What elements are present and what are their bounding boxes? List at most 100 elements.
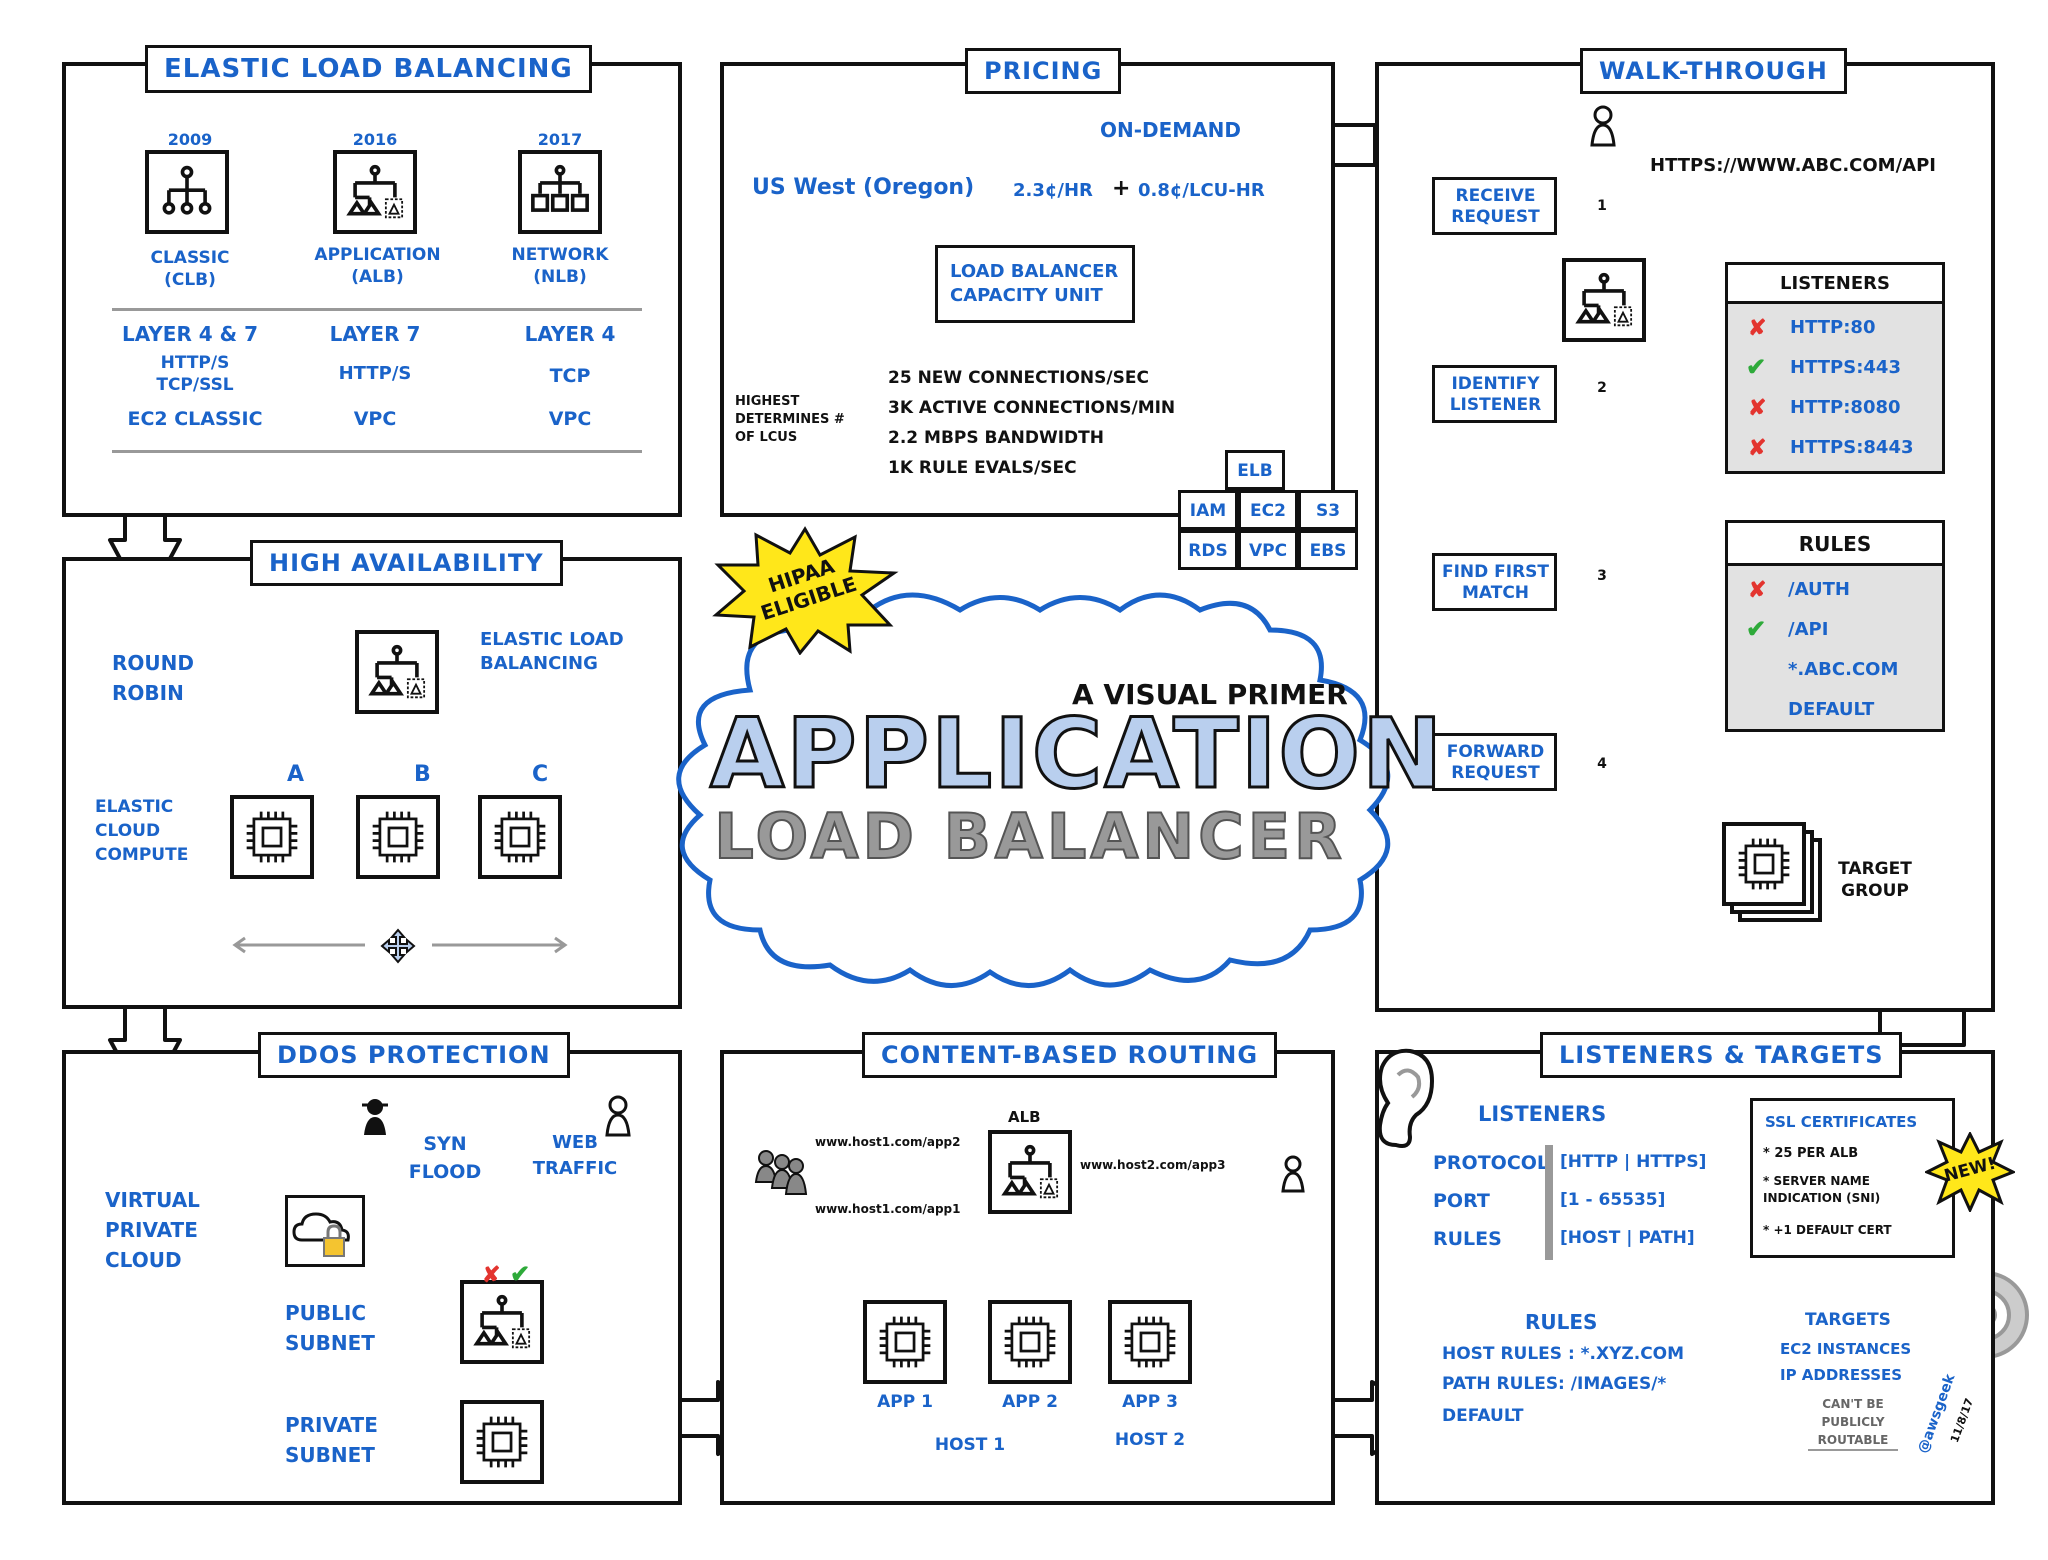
panel-title-elb: Elastic Load Balancing bbox=[145, 45, 592, 93]
target-group-label: Target Group bbox=[1838, 859, 1912, 901]
block-iam: IAM bbox=[1178, 490, 1238, 530]
application-lb-icon bbox=[333, 150, 417, 234]
listener-3-label: HTTP:8080 bbox=[1790, 397, 1901, 418]
lt-listener-bracket bbox=[1545, 1145, 1553, 1260]
step-identify-label: Identify Listener bbox=[1449, 374, 1542, 415]
ssl-item-1: * 25 per ALB bbox=[1763, 1146, 1859, 1161]
ha-ec2-chip-a bbox=[230, 795, 314, 879]
ssl-item-2: * Server Name Indication (SNI) bbox=[1763, 1174, 1881, 1205]
ha-az-c: C bbox=[532, 762, 549, 787]
step-receive-label: Receive Request bbox=[1451, 186, 1540, 227]
block-ec2-label: EC2 bbox=[1250, 501, 1286, 521]
ha-alb-icon bbox=[355, 630, 439, 714]
scaling-move-icon bbox=[380, 928, 416, 964]
pricing-rate1: 2.3¢/hr bbox=[1013, 180, 1093, 201]
elb-year-application: 2016 bbox=[352, 130, 398, 149]
center-title-application: APPLICATION bbox=[709, 697, 1445, 812]
step-find-first-match: Find First Match bbox=[1432, 553, 1557, 611]
ssl-title: SSL Certificates bbox=[1765, 1113, 1918, 1131]
lt-host-rules: Host Rules : *.xyz.com bbox=[1442, 1344, 1685, 1364]
listener-4-mark: ✘ bbox=[1748, 435, 1767, 460]
pricing-highest: Highest Determines # of LCUs bbox=[735, 394, 845, 445]
lt-target-ip: IP Addresses bbox=[1780, 1366, 1903, 1384]
elb-year-network: 2017 bbox=[537, 130, 583, 149]
elb-abbr-classic: (CLB) bbox=[164, 270, 216, 290]
pricing-plus: + bbox=[1112, 176, 1131, 201]
step-forward-label: Forward Request bbox=[1446, 742, 1545, 783]
ddos-public-subnet: Public Subnet bbox=[285, 1301, 375, 1355]
block-vpc-label: VPC bbox=[1248, 541, 1288, 561]
elb-layer-network: Layer 4 bbox=[524, 322, 616, 346]
ddos-blocked-mark: ✘ bbox=[482, 1262, 501, 1287]
panel-title-cbr: Content-Based Routing bbox=[862, 1032, 1278, 1078]
listeners-table-title: Listeners bbox=[1780, 273, 1890, 294]
ha-round-robin: Round Robin bbox=[112, 651, 194, 705]
block-elb: ELB bbox=[1225, 450, 1285, 490]
elb-name-application: Application bbox=[314, 245, 441, 265]
listener-3-mark: ✘ bbox=[1748, 395, 1767, 420]
ddos-web-traffic: Web Traffic bbox=[532, 1132, 618, 1179]
cbr-url-app3: www.host2.com/app3 bbox=[1080, 1158, 1226, 1172]
elb-net-application: VPC bbox=[353, 408, 397, 430]
pricing-ondemand: On-Demand bbox=[1100, 118, 1242, 142]
cbr-url-app2: www.host1.com/app2 bbox=[815, 1135, 961, 1149]
center-title-lb: LOAD BALANCER bbox=[713, 799, 1346, 874]
lcu-dim-4: 1k rule evals/sec bbox=[888, 458, 1077, 478]
panel-title-walk: Walk-through bbox=[1580, 48, 1847, 94]
ddos-ec2-chip bbox=[460, 1400, 544, 1484]
ha-az-a: A bbox=[287, 762, 305, 787]
user-host2-icon bbox=[1280, 1155, 1306, 1195]
new-badge: New! bbox=[1923, 1130, 2017, 1214]
walk-alb-icon bbox=[1562, 258, 1646, 342]
lt-listeners-heading: Listeners bbox=[1478, 1102, 1607, 1126]
rule-2-mark: ✔ bbox=[1746, 616, 1767, 643]
user-icon bbox=[1588, 105, 1618, 149]
rules-table-title: Rules bbox=[1798, 532, 1872, 556]
elb-year-classic: 2009 bbox=[167, 130, 213, 149]
lt-protocol: Protocol bbox=[1433, 1152, 1550, 1174]
lcu-box: Load Balancer Capacity Unit bbox=[935, 245, 1135, 323]
ha-ec2-chip-b bbox=[356, 795, 440, 879]
pricing-rate2: 0.8¢/LCU-hr bbox=[1138, 180, 1265, 201]
elb-proto-network: TCP bbox=[549, 365, 591, 387]
elb-layer-application: Layer 7 bbox=[329, 322, 421, 346]
elb-layer-classic: Layer 4 & 7 bbox=[121, 322, 258, 346]
cbr-app1-chip bbox=[863, 1300, 947, 1384]
step-identify-listener: Identify Listener bbox=[1432, 365, 1557, 423]
elb-net-classic: EC2 Classic bbox=[127, 408, 263, 430]
cbr-app3-label: App 3 bbox=[1122, 1392, 1178, 1412]
lt-protocol-val: [HTTP | HTTPS] bbox=[1560, 1152, 1707, 1172]
hipaa-badge: HIPAA Eligible bbox=[710, 525, 900, 656]
cbr-host2-label: Host 2 bbox=[1114, 1430, 1186, 1450]
listener-1-mark: ✘ bbox=[1748, 315, 1767, 340]
lcu-dim-3: 2.2 Mbps bandwidth bbox=[888, 428, 1104, 448]
pricing-region: US West (Oregon) bbox=[752, 175, 975, 200]
center-cloud bbox=[640, 580, 1420, 1000]
cbr-app2-label: App 2 bbox=[1002, 1392, 1058, 1412]
ha-ec2-label: Elastic Cloud Compute bbox=[95, 797, 189, 865]
elb-name-network: Network bbox=[511, 245, 609, 265]
elb-name-classic: Classic bbox=[150, 248, 230, 268]
ear-icon bbox=[1368, 1045, 1440, 1155]
step-num-2: 2 bbox=[1597, 380, 1607, 396]
panel-title-ha: High Availability bbox=[250, 540, 563, 586]
cbr-url-app1: www.host1.com/app1 bbox=[815, 1202, 961, 1216]
block-s3-label: S3 bbox=[1315, 501, 1341, 521]
elb-proto-application: HTTP/S bbox=[338, 363, 412, 384]
lt-port: Port bbox=[1433, 1190, 1490, 1212]
lcu-label: Load Balancer Capacity Unit bbox=[950, 261, 1119, 306]
lt-rules: Rules bbox=[1433, 1228, 1502, 1250]
panel-title-pricing: Pricing bbox=[965, 48, 1122, 94]
rule-2-label: /api bbox=[1788, 619, 1829, 640]
rule-1-mark: ✘ bbox=[1748, 577, 1767, 602]
elb-proto-classic: HTTP/S TCP/SSL bbox=[156, 353, 234, 395]
panel-title-lt: Listeners & Targets bbox=[1540, 1032, 1903, 1078]
cbr-app1-label: App 1 bbox=[877, 1392, 933, 1412]
listeners-table: Listeners ✘ HTTP:80 ✔ HTTPS:443 ✘ HTTP:8… bbox=[1725, 262, 1945, 474]
step-num-4: 4 bbox=[1597, 756, 1607, 772]
ddos-alb-icon bbox=[460, 1280, 544, 1364]
rule-1-label: /auth bbox=[1788, 579, 1850, 600]
user-traffic-icon bbox=[603, 1095, 633, 1139]
